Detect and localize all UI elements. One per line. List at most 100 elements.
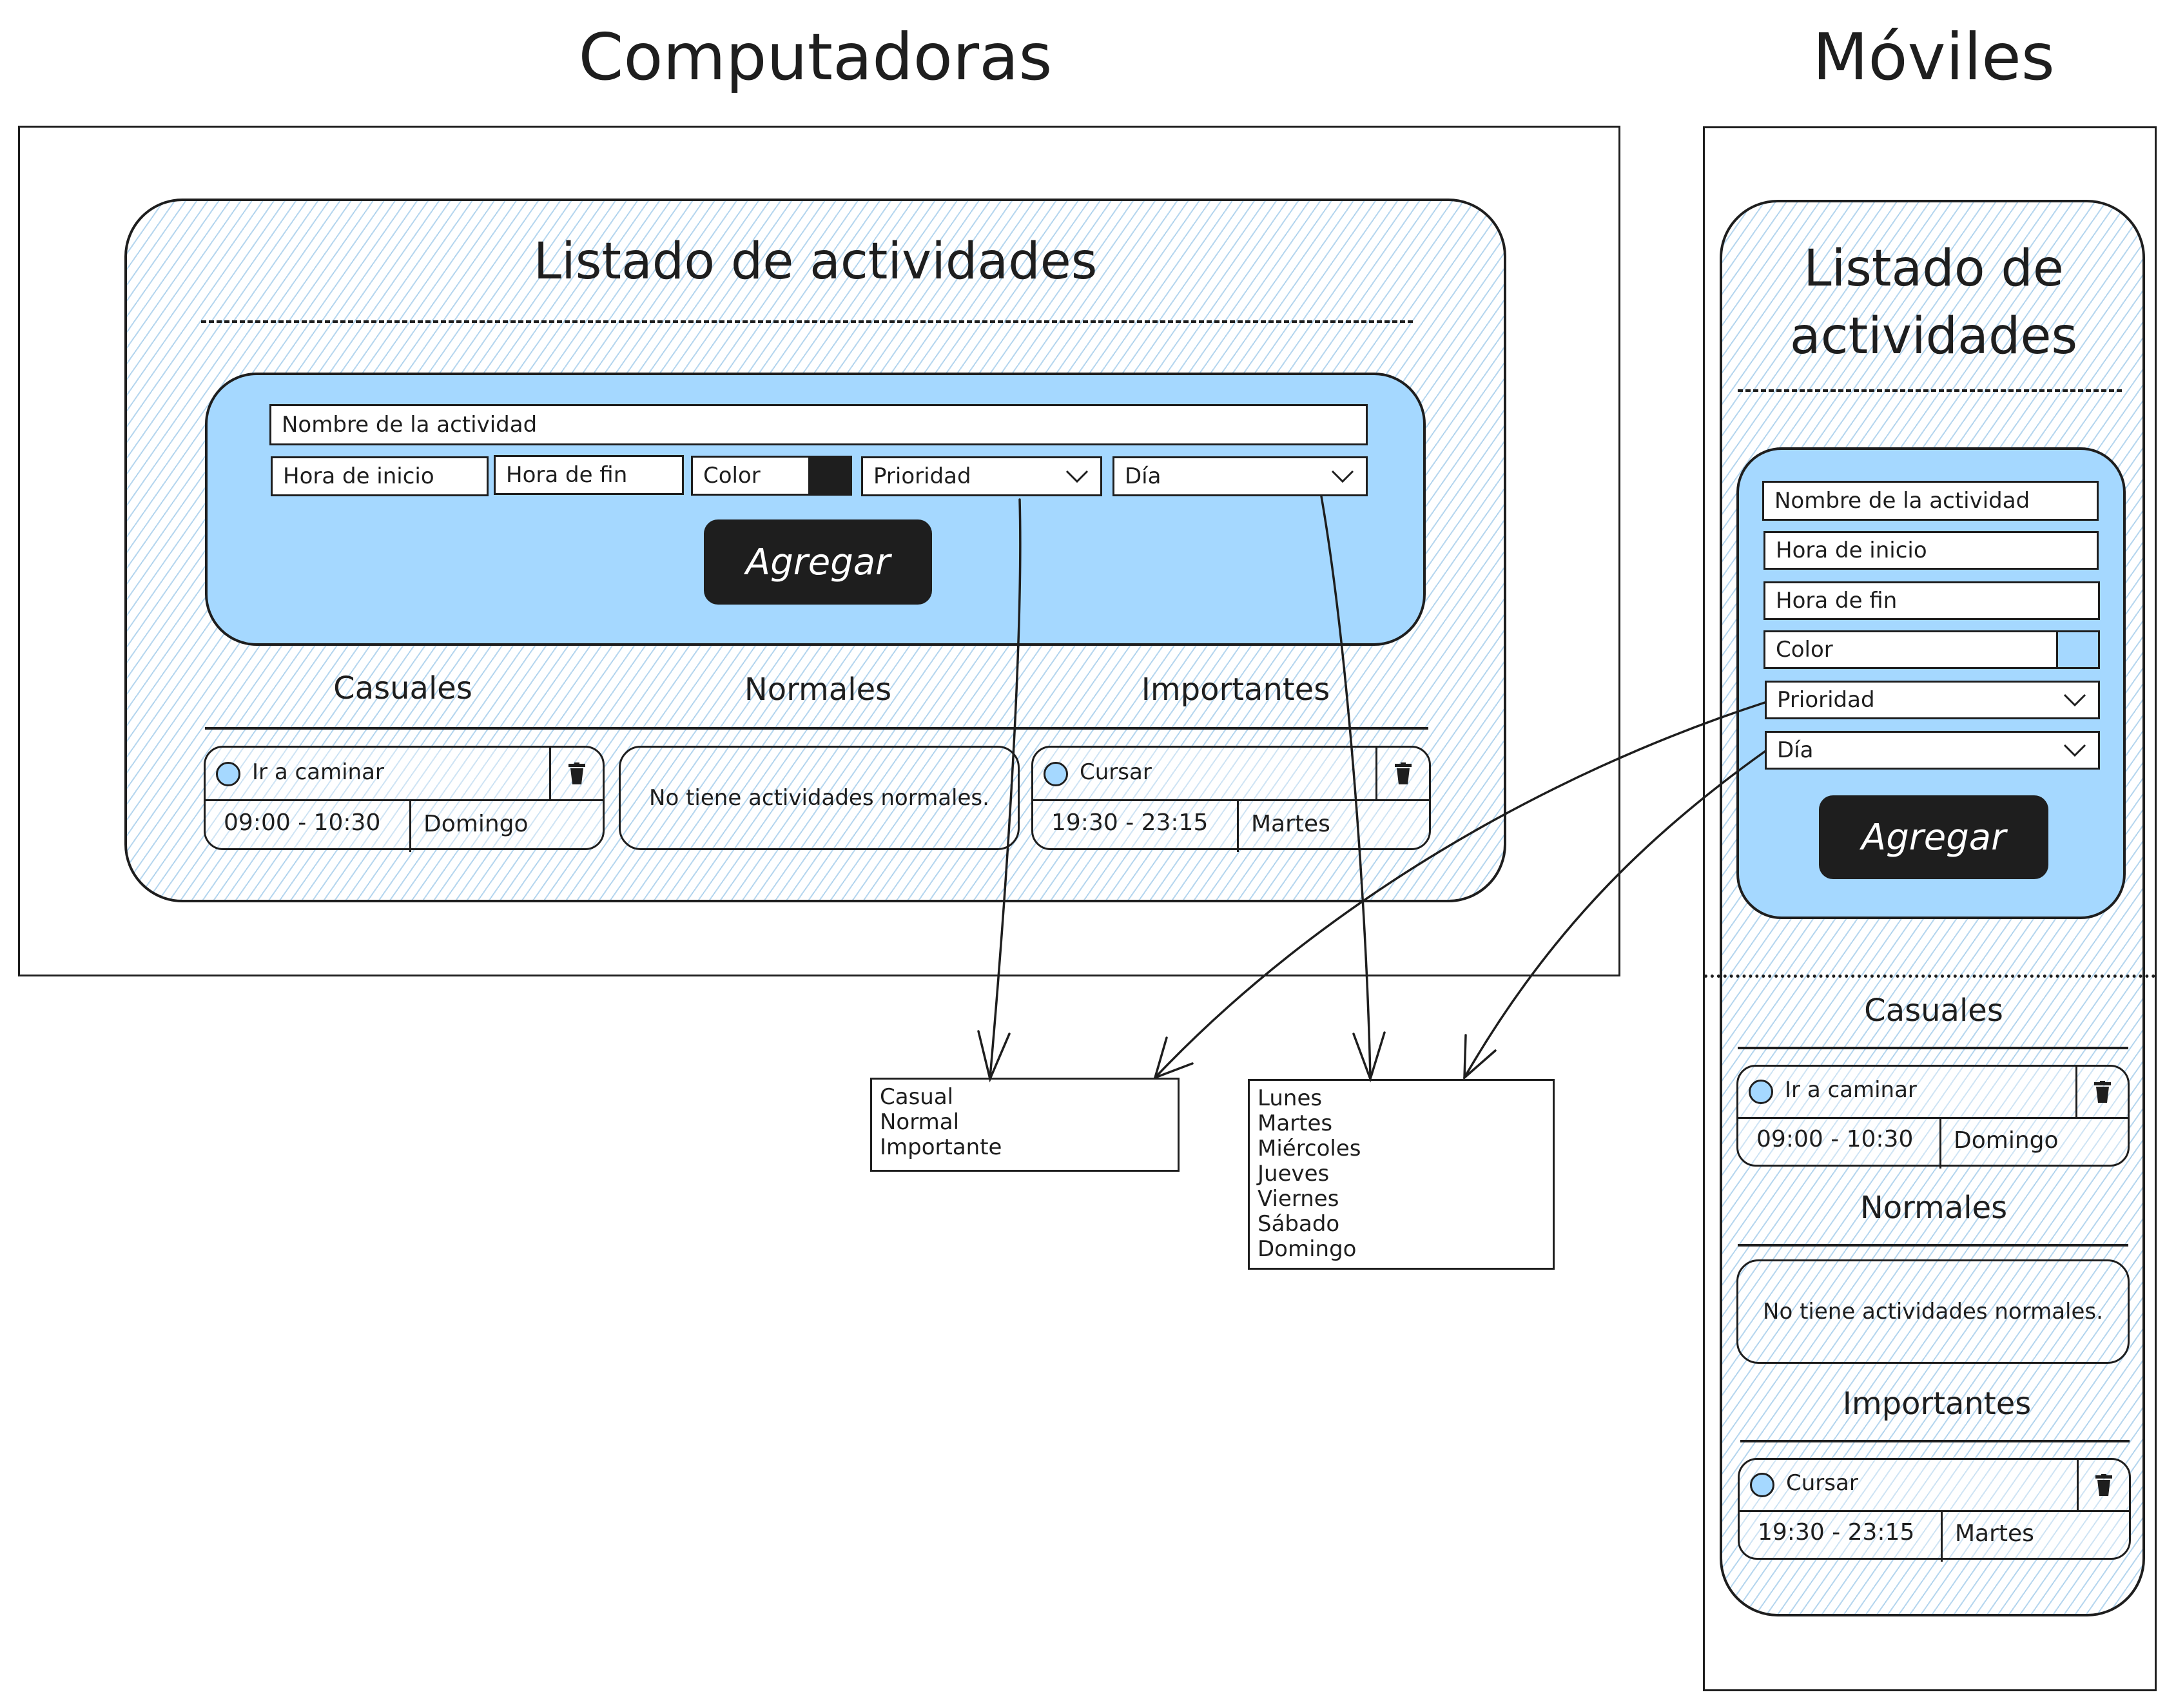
color-picker[interactable]: Color bbox=[691, 456, 852, 496]
day-select[interactable]: Día bbox=[1112, 456, 1368, 496]
activity-time: 19:30 - 23:15 bbox=[1051, 810, 1209, 836]
section-divider bbox=[1740, 1440, 2130, 1442]
circle-icon[interactable] bbox=[1749, 1080, 1773, 1104]
mobile-heading: Móviles bbox=[1812, 19, 2055, 95]
activity-card-separator bbox=[1941, 1510, 1943, 1562]
column-heading-importantes: Importantes bbox=[1141, 672, 1330, 708]
priority-option[interactable]: Normal bbox=[880, 1109, 960, 1135]
day-option[interactable]: Martes bbox=[1258, 1111, 1333, 1136]
delete-button[interactable] bbox=[1375, 748, 1429, 799]
start-time-placeholder: Hora de inicio bbox=[1776, 538, 1927, 563]
activity-card: Cursar 19:30 - 23:15 Martes bbox=[1738, 1458, 2131, 1562]
priority-options-list: Casual Normal Importante bbox=[870, 1078, 1180, 1172]
day-select[interactable]: Día bbox=[1765, 731, 2100, 770]
arrow-head bbox=[1352, 1031, 1386, 1083]
activity-card-header bbox=[206, 748, 603, 801]
color-picker[interactable]: Color bbox=[1763, 630, 2100, 669]
end-time-input[interactable]: Hora de fin bbox=[494, 455, 684, 495]
day-label: Día bbox=[1125, 463, 1161, 489]
section-heading-casuales: Casuales bbox=[1864, 993, 2003, 1029]
columns-divider bbox=[205, 727, 1428, 730]
end-time-placeholder: Hora de fin bbox=[506, 462, 628, 488]
mobile-page-title-line2: actividades bbox=[1789, 307, 2078, 365]
activity-name: Cursar bbox=[1080, 759, 1152, 785]
section-heading-normales: Normales bbox=[1860, 1190, 2008, 1226]
column-heading-casuales: Casuales bbox=[333, 670, 472, 706]
chevron-down-icon bbox=[2063, 744, 2086, 757]
activity-day: Martes bbox=[1251, 811, 1330, 837]
priority-option[interactable]: Importante bbox=[880, 1134, 1002, 1160]
activity-card: Ir a caminar 09:00 - 10:30 Domingo bbox=[1736, 1065, 2130, 1169]
activity-name: Ir a caminar bbox=[1785, 1077, 1917, 1103]
activity-card-separator bbox=[409, 799, 411, 852]
desktop-frame bbox=[18, 126, 1620, 976]
activity-day: Domingo bbox=[423, 811, 529, 837]
mobile-section-divider bbox=[1704, 975, 2155, 978]
day-option[interactable]: Miércoles bbox=[1258, 1136, 1361, 1161]
color-label: Color bbox=[703, 463, 761, 489]
circle-icon[interactable] bbox=[1044, 762, 1068, 786]
chevron-down-icon bbox=[2063, 694, 2086, 707]
desktop-page-title: Listado de actividades bbox=[533, 233, 1098, 291]
circle-icon[interactable] bbox=[1750, 1473, 1774, 1497]
priority-select[interactable]: Prioridad bbox=[1765, 681, 2100, 719]
start-time-placeholder: Hora de inicio bbox=[283, 463, 434, 489]
activity-card-header bbox=[1740, 1460, 2129, 1512]
color-swatch bbox=[2056, 632, 2098, 667]
activity-card-separator bbox=[1237, 799, 1239, 852]
circle-icon[interactable] bbox=[216, 762, 240, 786]
mobile-page-title-line1: Listado de bbox=[1803, 240, 2064, 298]
priority-label: Prioridad bbox=[1777, 687, 1875, 713]
activity-time: 19:30 - 23:15 bbox=[1758, 1519, 1915, 1546]
activity-name-input[interactable]: Nombre de la actividad bbox=[1762, 481, 2099, 521]
activity-name-input[interactable]: Nombre de la actividad bbox=[269, 404, 1368, 445]
trash-icon bbox=[2095, 1474, 2112, 1496]
trash-icon bbox=[2094, 1081, 2111, 1103]
delete-button[interactable] bbox=[2077, 1460, 2129, 1510]
color-label: Color bbox=[1776, 637, 1833, 663]
add-button[interactable]: Agregar bbox=[704, 519, 932, 605]
section-heading-importantes: Importantes bbox=[1842, 1386, 2032, 1422]
start-time-input[interactable]: Hora de inicio bbox=[1763, 531, 2099, 570]
delete-button[interactable] bbox=[549, 748, 603, 799]
activity-card: Cursar 19:30 - 23:15 Martes bbox=[1031, 746, 1431, 852]
day-options-list: Lunes Martes Miércoles Jueves Viernes Sá… bbox=[1248, 1079, 1555, 1270]
trash-icon bbox=[1395, 762, 1412, 784]
day-option[interactable]: Domingo bbox=[1258, 1236, 1357, 1262]
chevron-down-icon bbox=[1331, 470, 1354, 483]
end-time-input[interactable]: Hora de fin bbox=[1763, 581, 2100, 620]
color-swatch bbox=[808, 458, 850, 494]
desktop-title-divider bbox=[201, 320, 1413, 323]
add-button[interactable]: Agregar bbox=[1819, 795, 2048, 879]
arrow-head bbox=[1463, 1034, 1497, 1080]
activity-card-separator bbox=[1939, 1117, 1941, 1169]
day-label: Día bbox=[1777, 737, 1814, 763]
desktop-heading: Computadoras bbox=[578, 19, 1053, 95]
chevron-down-icon bbox=[1065, 470, 1089, 483]
priority-select[interactable]: Prioridad bbox=[861, 456, 1102, 496]
day-option[interactable]: Lunes bbox=[1258, 1085, 1323, 1111]
priority-option[interactable]: Casual bbox=[880, 1084, 954, 1110]
activity-name: Ir a caminar bbox=[252, 759, 384, 785]
end-time-placeholder: Hora de fin bbox=[1776, 588, 1898, 614]
section-divider bbox=[1738, 1244, 2128, 1247]
delete-button[interactable] bbox=[2075, 1067, 2128, 1117]
mobile-title-divider bbox=[1738, 389, 2122, 392]
activity-name-placeholder: Nombre de la actividad bbox=[1774, 488, 2030, 514]
section-divider bbox=[1738, 1047, 2128, 1049]
priority-label: Prioridad bbox=[873, 463, 971, 489]
activity-card: Ir a caminar 09:00 - 10:30 Domingo bbox=[204, 746, 605, 852]
empty-state-normales: No tiene actividades normales. bbox=[619, 746, 1020, 850]
day-option[interactable]: Viernes bbox=[1258, 1186, 1339, 1212]
activity-time: 09:00 - 10:30 bbox=[1756, 1126, 1914, 1152]
arrow-head bbox=[977, 1030, 1011, 1083]
activity-time: 09:00 - 10:30 bbox=[224, 810, 381, 836]
empty-state-normales: No tiene actividades normales. bbox=[1736, 1259, 2130, 1364]
start-time-input[interactable]: Hora de inicio bbox=[271, 456, 489, 496]
activity-day: Domingo bbox=[1954, 1127, 2059, 1154]
activity-name: Cursar bbox=[1786, 1470, 1858, 1496]
day-option[interactable]: Jueves bbox=[1258, 1161, 1330, 1187]
activity-card-header bbox=[1738, 1067, 2128, 1119]
day-option[interactable]: Sábado bbox=[1258, 1211, 1340, 1237]
trash-icon bbox=[568, 762, 585, 784]
